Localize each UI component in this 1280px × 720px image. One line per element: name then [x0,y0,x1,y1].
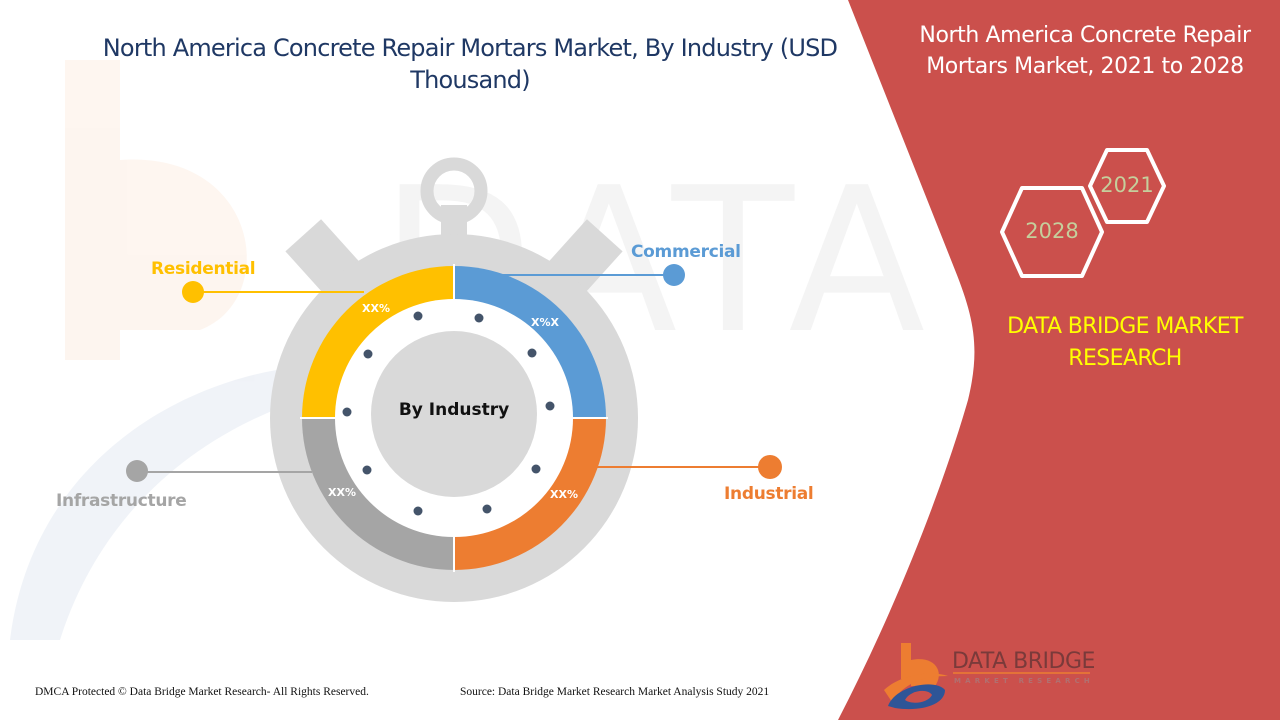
hexagon-2028 [1000,186,1104,278]
hex-year-2021: 2021 [1100,173,1154,197]
marker-infrastructure-icon [126,460,148,482]
brand-name: DATA BRIDGE MARKET RESEARCH [1007,314,1243,371]
chart-title: North America Concrete Repair Mortars Ma… [102,34,838,94]
pct-commercial: X%X [531,316,559,329]
center-disc [371,331,537,497]
dial-tick-dots [342,311,555,516]
red-side-panel [838,0,1280,720]
pct-residential: XX% [362,302,390,315]
pct-industrial: XX% [550,488,578,501]
hex-year-2028: 2028 [1025,219,1079,243]
side-panel-title: North America Concrete Repair Mortars Ma… [919,23,1251,79]
label-infrastructure: Infrastructure [56,491,187,511]
marker-residential-icon [182,281,204,303]
label-industrial: Industrial [724,484,814,504]
hexagon-2021 [1088,148,1166,224]
center-label: By Industry [398,400,510,420]
copyright-notice: DMCA Protected © Data Bridge Market Rese… [35,686,369,698]
label-residential: Residential [151,259,256,279]
marker-industrial-icon [758,455,782,479]
logo-text: DATA BRIDGE [952,649,1095,674]
pct-infrastructure: XX% [328,486,356,499]
label-commercial: Commercial [631,242,741,262]
logo-subtext: MARKET RESEARCH [954,677,1094,685]
watermark-logo-icon [10,60,420,640]
marker-commercial-icon [663,264,685,286]
data-bridge-logo-icon [884,643,948,710]
source-note: Source: Data Bridge Market Research Mark… [460,686,770,698]
